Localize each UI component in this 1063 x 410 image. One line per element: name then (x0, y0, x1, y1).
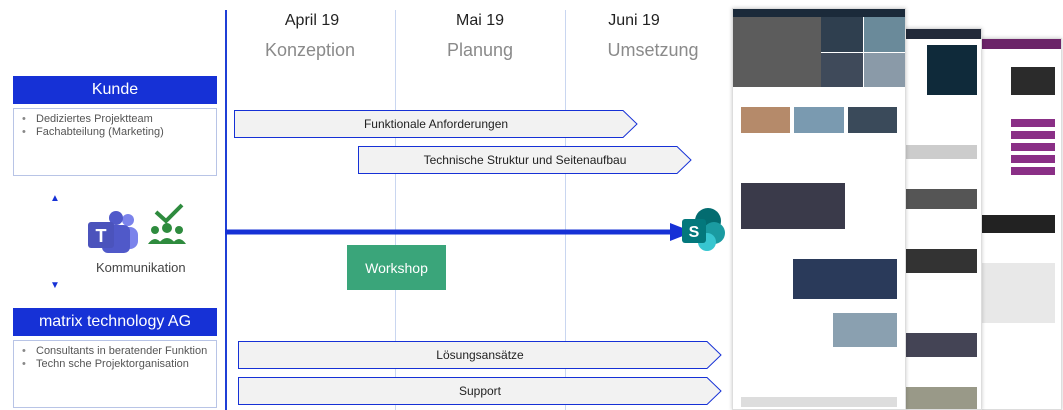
timeline-divider-1 (395, 10, 396, 410)
intranet-screenshot-front (732, 8, 906, 410)
kunde-list: Dediziertes Projektteam Fachabteilung (M… (13, 108, 217, 176)
svg-text:S: S (689, 224, 700, 241)
arrow-up-icon: ▲ (50, 193, 60, 204)
bar-label: Funktionale Anforderungen (363, 117, 509, 131)
phase-konzeption: Konzeption (264, 40, 356, 60)
teams-icon: T (86, 210, 142, 256)
list-item: Dediziertes Projektteam (22, 113, 210, 126)
bar-label: Support (458, 384, 502, 398)
kunde-header: Kunde (13, 76, 217, 104)
intranet-screenshot-mid (900, 28, 982, 410)
timeline-arrow (225, 221, 695, 243)
list-item: Techn sche Projektorganisation (22, 358, 210, 371)
phase-umsetzung: Umsetzung (607, 40, 699, 60)
bar-support: Support (238, 377, 722, 405)
sharepoint-icon: S (680, 207, 728, 253)
timeline-divider-2 (565, 10, 566, 410)
matrix-header: matrix technology AG (13, 308, 217, 336)
bar-loesungsansaetze: Lösungsansätze (238, 341, 722, 369)
team-check-icon (144, 202, 190, 248)
bar-funktionale-anforderungen: Funktionale Anforderungen (234, 110, 638, 138)
bar-label: Technische Struktur und Seitenaufbau (423, 153, 627, 167)
month-juni: Juni 19 (608, 12, 660, 29)
intranet-screenshot-back (968, 38, 1062, 410)
timeline-start-line (225, 10, 227, 410)
month-april: April 19 (284, 12, 340, 29)
bar-label: Lösungsansätze (436, 348, 524, 362)
svg-text:T: T (96, 226, 107, 246)
list-item: Consultants in beratender Funktion (22, 345, 210, 358)
phase-planung: Planung (446, 40, 514, 60)
bar-technische-struktur: Technische Struktur und Seitenaufbau (358, 146, 692, 174)
arrow-down-icon: ▼ (50, 280, 60, 291)
workshop-box: Workshop (347, 245, 446, 290)
kommunikation-label: Kommunikation (96, 260, 186, 275)
list-item: Fachabteilung (Marketing) (22, 126, 210, 139)
matrix-list: Consultants in beratender Funktion Techn… (13, 340, 217, 408)
month-mai: Mai 19 (455, 12, 505, 29)
